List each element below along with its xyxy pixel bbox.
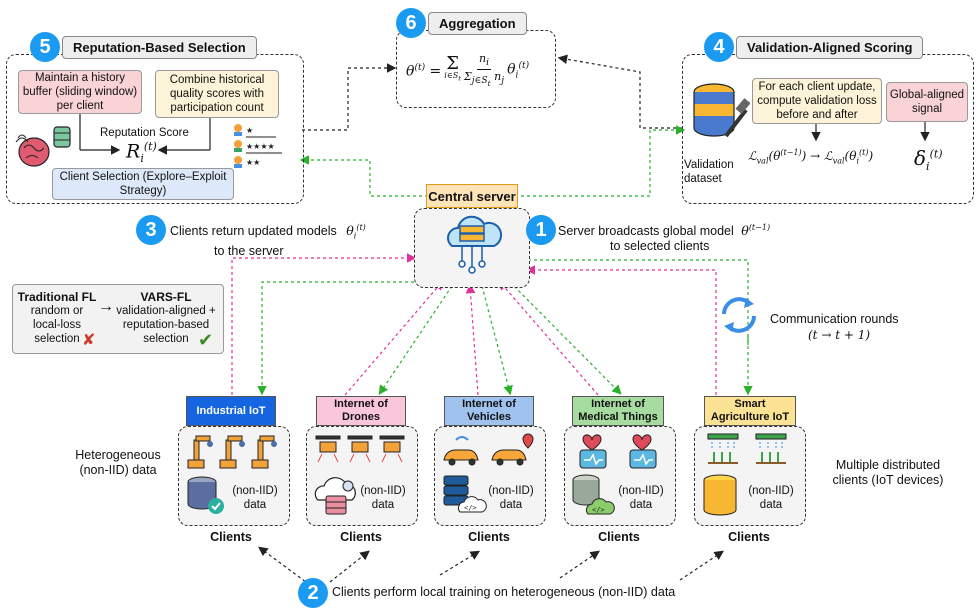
arrow-reputation-to-aggregation <box>302 63 397 131</box>
arrow-server-to-validation <box>515 125 686 197</box>
check-icon: ✔ <box>198 330 214 351</box>
step2-badge: 2 <box>298 578 328 608</box>
step1-badge: 1 <box>526 215 556 245</box>
connected-car-icon <box>443 433 534 466</box>
drone-icon <box>315 435 405 463</box>
loss-formula: ℒval(θ(t−1)) → ℒval(θi(t)) <box>748 148 874 166</box>
validation-dataset-label: Validation dataset <box>684 159 734 185</box>
loss-note: For each client update, compute validati… <box>752 78 882 124</box>
arrow-drones-return <box>344 280 444 396</box>
rounds-label: Communication rounds <box>770 312 899 326</box>
step1-text: Server broadcasts global model θ(t−1) to… <box>558 220 818 254</box>
comparison-box <box>12 284 224 354</box>
step1-line2: to selected clients <box>610 239 710 254</box>
arrow-broadcast-agriculture <box>528 259 753 396</box>
client-title-vehicles: Internet of Vehicles <box>444 396 534 426</box>
traditional-fl: Traditional FL random or local-loss sele… <box>16 290 98 346</box>
step2-text: Clients perform local training on hetero… <box>332 585 676 599</box>
arrow-broadcast-drones <box>378 285 453 395</box>
arrow-step2-industrial <box>258 546 311 586</box>
arrow-validation-to-aggregation <box>557 54 682 129</box>
server-code-icon: </> <box>443 475 487 513</box>
client-label-industrial: Clients <box>210 530 252 544</box>
client-title-industrial: Industrial IoT <box>186 396 276 426</box>
comparison-arrow: → <box>98 298 114 315</box>
validation-title: Validation-Aligned Scoring <box>736 36 924 59</box>
step3-line1: Clients return updated models <box>170 224 337 239</box>
reputation-score-label: Reputation Score <box>100 127 189 139</box>
step4-badge: 4 <box>704 32 734 62</box>
client-title-drones: Internet of Drones <box>316 396 406 426</box>
arrow-step2-agriculture <box>679 550 724 581</box>
cross-icon: ✘ <box>82 330 96 349</box>
client-label-agriculture: Clients <box>728 530 770 544</box>
step5-badge: 5 <box>30 32 60 62</box>
client-label-vehicles: Clients <box>468 530 510 544</box>
svg-text:★★: ★★ <box>246 158 260 167</box>
brain-icon <box>15 126 71 167</box>
svg-text:</>: </> <box>464 504 477 512</box>
cloud-database-icon <box>314 477 356 515</box>
arrow-industrial-return <box>231 253 417 395</box>
refresh-cycle-icon <box>722 297 756 333</box>
robot-arm-icon <box>187 435 277 469</box>
validation-dataset-icon <box>693 83 750 138</box>
svg-text:★: ★ <box>246 126 253 135</box>
client-title-medical: Internet of Medical Things <box>572 396 664 426</box>
step3-text: Clients return updated models θi(t) to t… <box>170 220 410 259</box>
arrow-broadcast-vehicles <box>481 285 513 396</box>
reputation-score-symbol: Ri(t) <box>126 140 157 166</box>
client-title-agriculture: Smart Agriculture IoT <box>704 396 796 426</box>
step3-badge: 3 <box>136 215 166 245</box>
arrow-broadcast-medical <box>509 281 622 395</box>
irrigation-plant-icon <box>707 433 787 464</box>
combine-scores-note: Combine historical quality scores with p… <box>155 70 279 118</box>
arrow-step2-medical <box>559 550 600 579</box>
rated-users-icon: ★ ★★★★ ★★ <box>234 124 282 168</box>
step1-line1: Server broadcasts global model <box>558 224 734 239</box>
svg-text:</>: </> <box>592 506 605 514</box>
client-data-medical: (non-IID) data <box>618 485 664 511</box>
arrow-broadcast-industrial <box>257 281 420 396</box>
server-label: Central server <box>426 184 518 208</box>
arrow-agriculture-return <box>525 265 717 395</box>
cloud-server-icon <box>447 215 503 274</box>
client-data-drones: (non-IID) data <box>360 485 406 511</box>
arrow-medical-return <box>498 280 599 396</box>
signal-symbol: δi(t) <box>914 146 943 173</box>
traditional-desc: random or local-loss selection <box>30 305 84 345</box>
medical-monitor-icon <box>579 434 657 469</box>
arrow-step2-vehicles <box>439 550 481 576</box>
heterogeneous-label: Heterogeneous (non-IID) data <box>75 448 161 477</box>
vars-title: VARS-FL <box>140 290 192 304</box>
gold-database-icon <box>703 474 737 516</box>
client-data-agriculture: (non-IID) data <box>748 485 794 511</box>
database-cloud-code-icon: </> <box>572 474 615 515</box>
history-buffer-note: Maintain a history buffer (sliding windo… <box>18 70 142 114</box>
rounds-formula: (t → t + 1) <box>808 328 871 342</box>
client-label-drones: Clients <box>340 530 382 544</box>
arrow-server-to-reputation <box>299 155 428 197</box>
svg-text:★★★★: ★★★★ <box>246 142 275 151</box>
database-check-icon <box>187 476 224 514</box>
client-label-medical: Clients <box>598 530 640 544</box>
step3-math: θi(t) <box>346 223 366 241</box>
client-data-vehicles: (non-IID) data <box>488 485 534 511</box>
client-data-industrial: (non-IID) data <box>232 485 278 511</box>
traditional-title: Traditional FL <box>17 290 97 304</box>
aggregation-title: Aggregation <box>428 12 527 35</box>
arrow-step2-drones <box>329 550 370 583</box>
signal-note: Global-aligned signal <box>886 82 968 122</box>
step3-line2: to the server <box>214 243 284 258</box>
vars-fl: VARS-FL validation-aligned + reputation-… <box>114 290 218 346</box>
distributed-clients-label: Multiple distributed clients (IoT device… <box>832 458 944 487</box>
step1-math: θ(t−1) <box>741 223 771 239</box>
step6-badge: 6 <box>396 8 426 38</box>
reputation-title: Reputation-Based Selection <box>62 36 257 59</box>
client-selection-note: Client Selection (Explore–Exploit Strate… <box>52 168 234 200</box>
vars-desc: validation-aligned + reputation-based se… <box>116 305 216 345</box>
arrow-vehicles-return <box>465 283 479 396</box>
